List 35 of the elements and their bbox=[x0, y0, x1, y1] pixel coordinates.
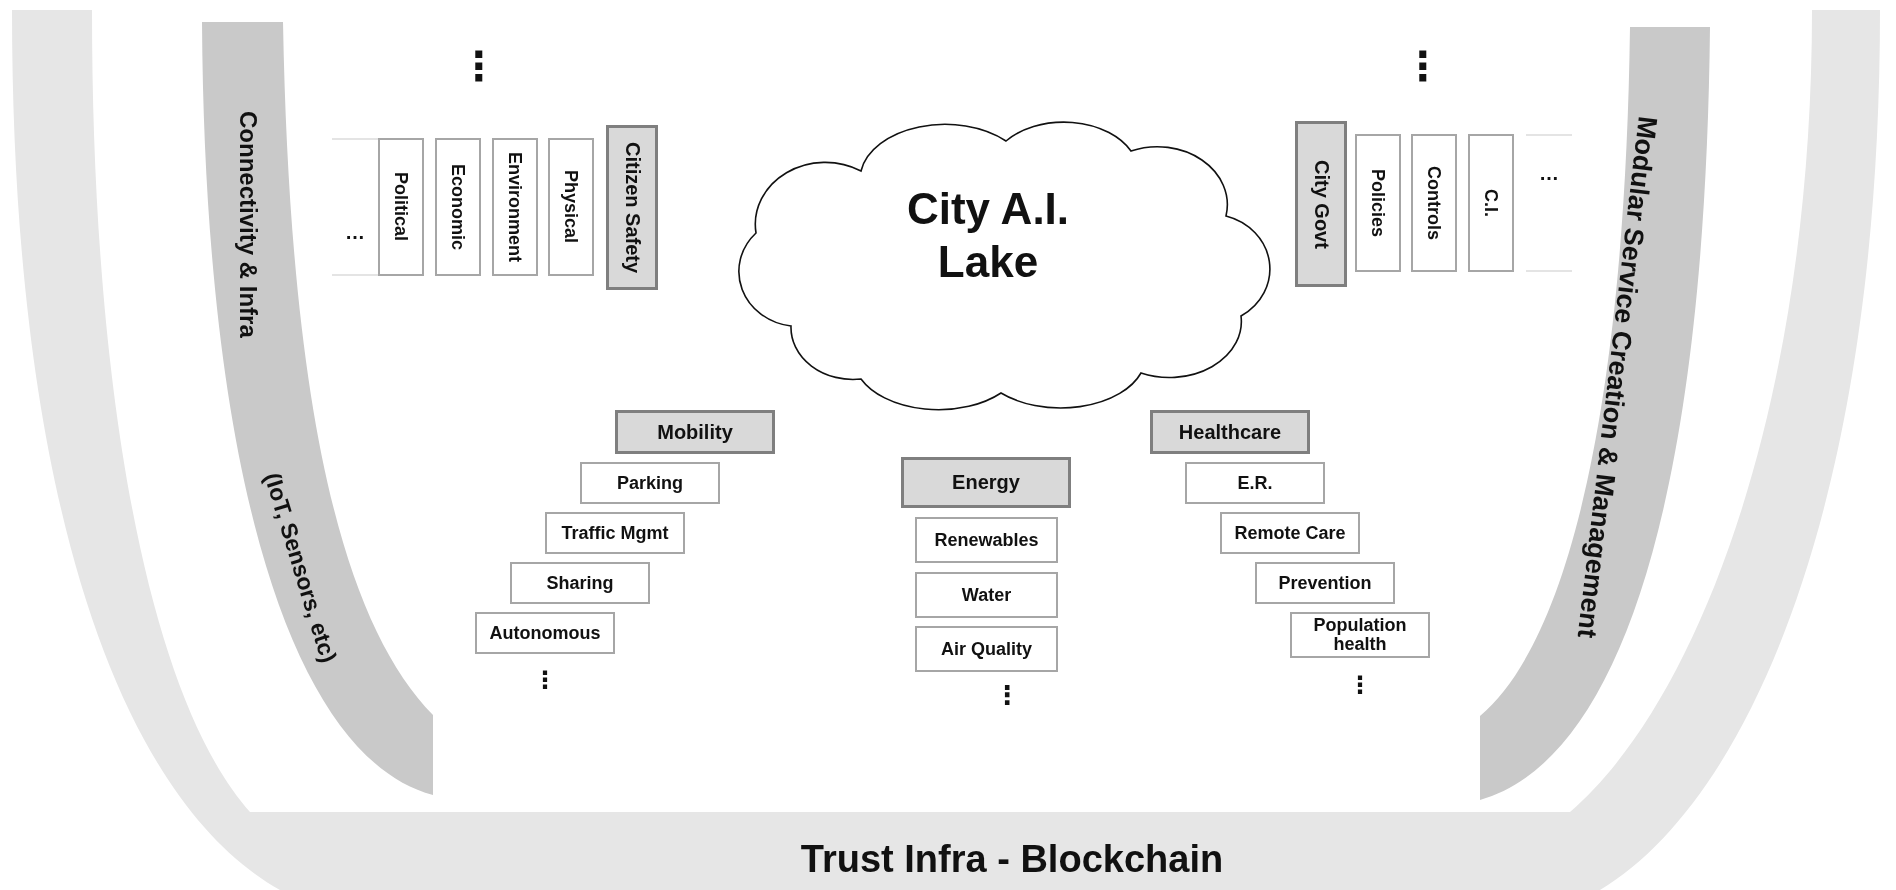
category-box: Water bbox=[915, 572, 1058, 618]
category-box: Renewables bbox=[915, 517, 1058, 563]
category-box: Remote Care bbox=[1220, 512, 1360, 554]
category-header: Healthcare bbox=[1150, 410, 1310, 454]
ellipsis-box: … bbox=[1526, 134, 1572, 272]
category-header: City Govt bbox=[1295, 121, 1347, 287]
category-box: Controls bbox=[1411, 134, 1457, 272]
category-box: Sharing bbox=[510, 562, 650, 604]
band-label: (IoT, Sensors, etc) bbox=[258, 468, 343, 668]
category-header: Mobility bbox=[615, 410, 775, 454]
ellipsis-mark: ⋮ bbox=[994, 682, 1020, 708]
cloud-label: City A.I. Lake bbox=[905, 183, 1071, 288]
category-box: Physical bbox=[548, 138, 594, 276]
category-box: Political bbox=[378, 138, 424, 276]
category-box: Population health bbox=[1290, 612, 1430, 658]
ellipsis-mark: ⋮ bbox=[1403, 46, 1443, 86]
category-header: Citizen Safety bbox=[606, 125, 658, 290]
band-label: Connectivity & Infra bbox=[234, 109, 263, 340]
category-box: Parking bbox=[580, 462, 720, 504]
category-box: Air Quality bbox=[915, 626, 1058, 672]
ellipsis-mark: ⋮ bbox=[459, 46, 499, 86]
band-label: Trust Infra - Blockchain bbox=[799, 837, 1225, 883]
category-header: Energy bbox=[901, 457, 1071, 508]
ellipsis-box: … bbox=[332, 138, 378, 276]
category-box: C.I. bbox=[1468, 134, 1514, 272]
category-box: E.R. bbox=[1185, 462, 1325, 504]
category-box: Prevention bbox=[1255, 562, 1395, 604]
category-box: Economic bbox=[435, 138, 481, 276]
category-box: Environment bbox=[492, 138, 538, 276]
ellipsis-mark: ⋮ bbox=[533, 668, 557, 692]
category-box: Autonomous bbox=[475, 612, 615, 654]
category-box: Traffic Mgmt bbox=[545, 512, 685, 554]
band-label: Modular Service Creation & Management bbox=[1570, 113, 1664, 642]
ellipsis-mark: ⋮ bbox=[1348, 673, 1372, 697]
category-box: Policies bbox=[1355, 134, 1401, 272]
